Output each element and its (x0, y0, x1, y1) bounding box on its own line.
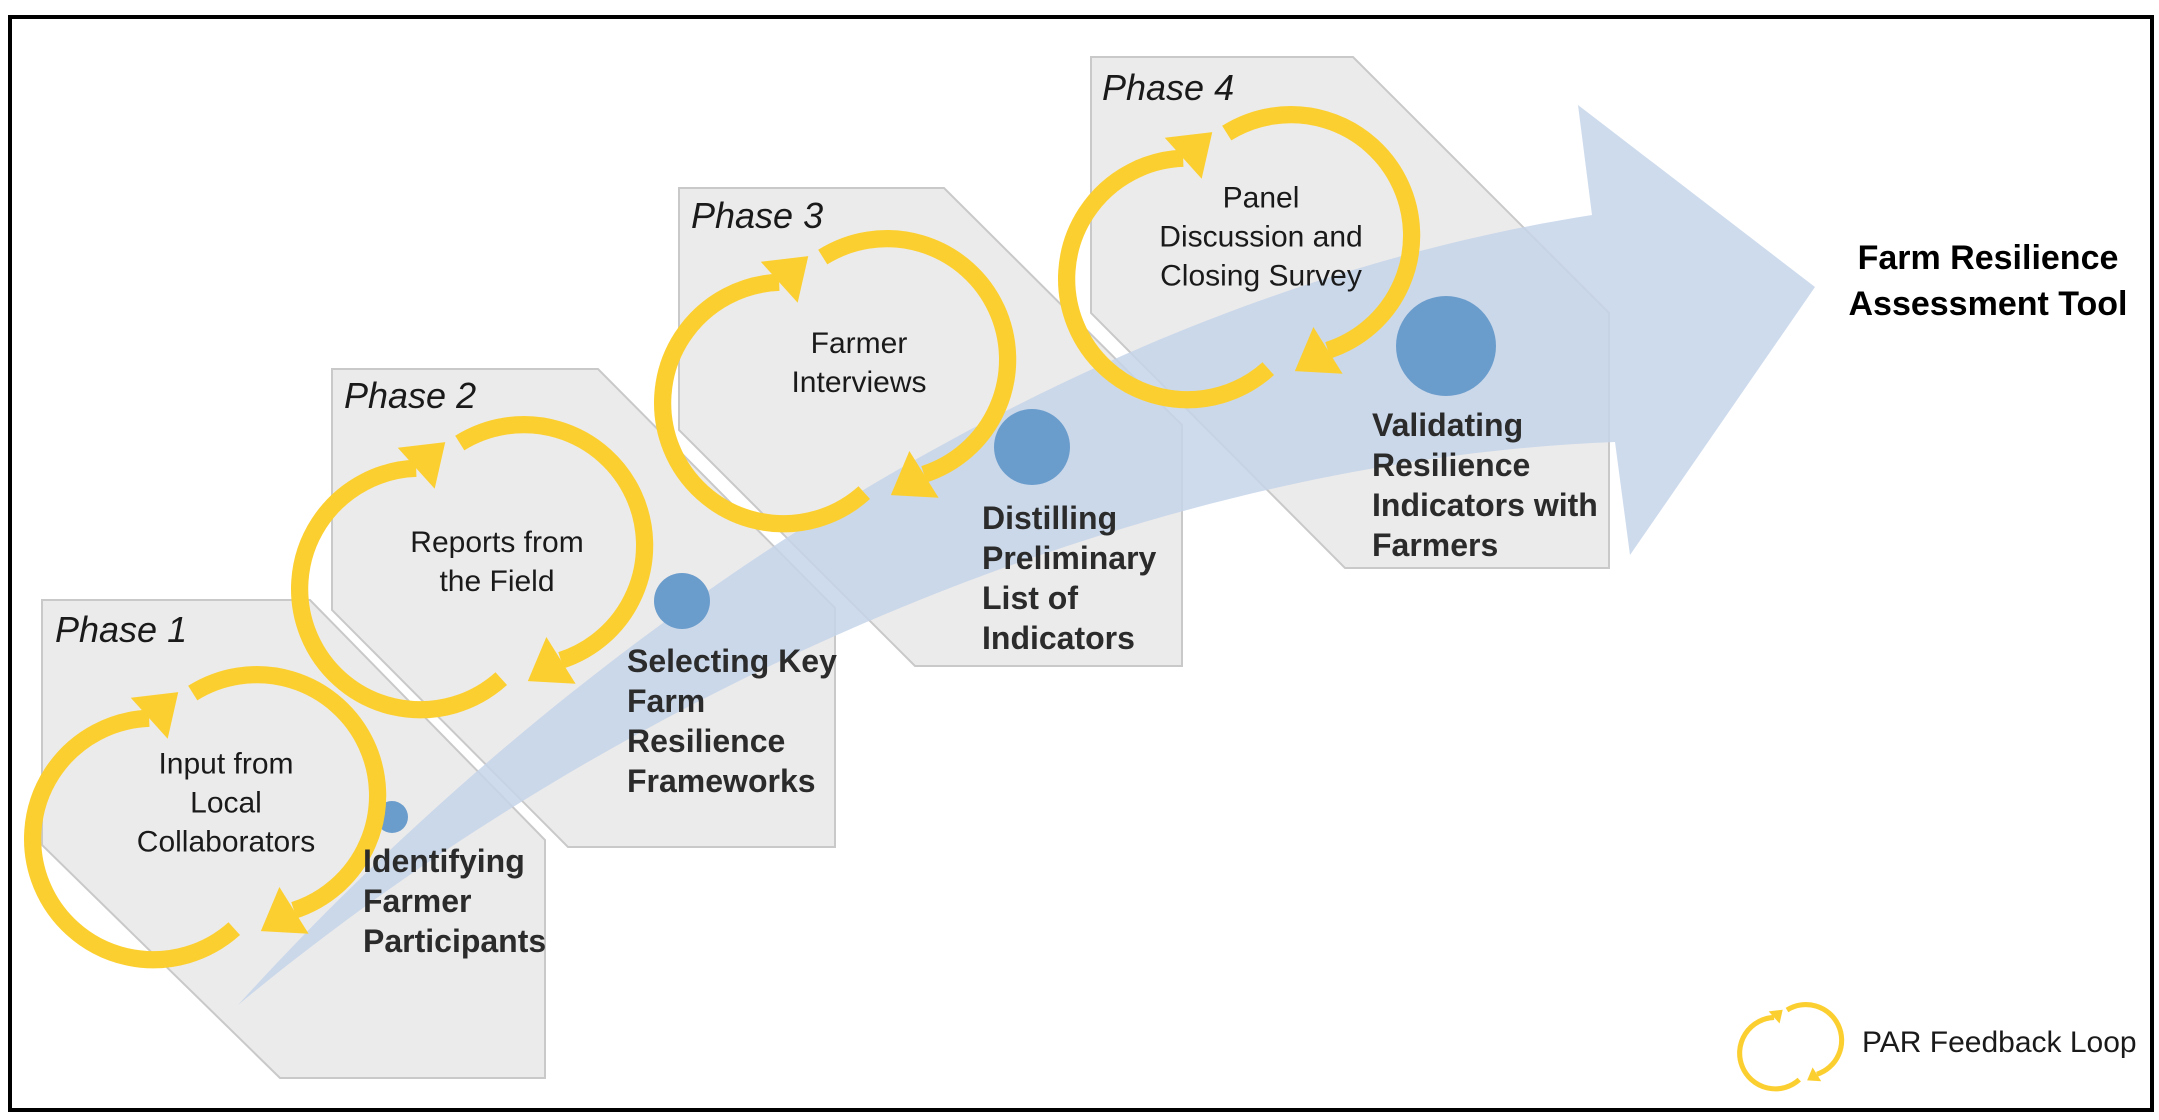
feedback-loop-4-icon (1058, 106, 1421, 409)
milestone-circle-4 (1396, 296, 1496, 396)
loop-arc (818, 230, 1017, 483)
milestone-circle-2 (654, 573, 710, 629)
milestone-circle-3 (994, 409, 1070, 485)
loop-arrowhead (1807, 1067, 1822, 1082)
phase-4-step-text: Validating Resilience Indicators with Fa… (1372, 407, 1598, 563)
loop-arrowhead (890, 450, 939, 498)
legend-loop-icon (1737, 1002, 1845, 1092)
phase-3-label: Phase 3 (691, 195, 824, 236)
phase-2-step-text: Selecting Key Farm Resilience Frameworks (627, 643, 837, 799)
phase-4-loop-text: Panel Discussion and Closing Survey (1159, 181, 1363, 293)
phase-2-label: Phase 2 (344, 375, 477, 416)
loop-arc (654, 273, 871, 533)
loop-arc (1058, 149, 1275, 409)
loop-arc (291, 459, 508, 719)
loop-arrowhead (527, 636, 576, 684)
legend-label: PAR Feedback Loop (1862, 1026, 2137, 1059)
loop-arrowhead (130, 692, 179, 739)
phase-2-loop-text: Reports from the Field (410, 526, 584, 598)
loop-arrowhead (1768, 1009, 1783, 1024)
loop-arc (24, 709, 241, 969)
loop-arrowhead (1164, 132, 1213, 179)
loop-arc (1737, 1014, 1801, 1092)
loop-arc (188, 666, 387, 919)
loop-arrowhead (760, 256, 809, 303)
feedback-loop-3-icon (654, 230, 1017, 533)
loop-arrowhead (1294, 326, 1343, 374)
phase-3-step-text: Distilling Preliminary List of Indicator… (982, 500, 1157, 656)
loop-arc (1785, 1002, 1845, 1077)
outcome-title: Farm Resilience Assessment Tool (1848, 239, 2128, 323)
phase-3-loop-text: Farmer Interviews (791, 327, 927, 399)
feedback-loop-1-icon (24, 666, 387, 969)
loop-arrowhead (260, 886, 309, 934)
phase-1-step-text: Identifying Farmer Participants (363, 843, 547, 959)
phase-4-label: Phase 4 (1102, 67, 1235, 108)
phase-1-loop-text: Input from Local Collaborators (136, 747, 316, 859)
loop-arc (1222, 106, 1421, 359)
loop-arc (455, 416, 654, 669)
feedback-loop-2-icon (291, 416, 654, 719)
phase-1-label: Phase 1 (55, 609, 188, 650)
loop-arrowhead (397, 442, 446, 489)
